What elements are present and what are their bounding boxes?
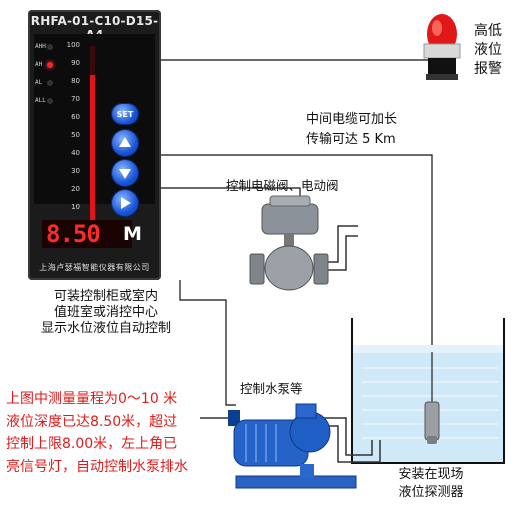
controller-caption: 可装控制柜或室内 值班室或消控中心 显示水位液位自动控制 <box>26 289 186 337</box>
alarm-label-al: AL <box>35 79 43 86</box>
alarm-lamp-al <box>47 80 53 86</box>
alarm-caption: 高低 液位 报警 <box>474 22 508 79</box>
pump-caption: 控制水泵等 <box>240 381 303 396</box>
enter-button[interactable] <box>112 190 138 216</box>
valve-caption: 控制电磁阀、电动阀 <box>226 178 339 193</box>
alarm-label-ah: AH <box>35 61 43 68</box>
up-button[interactable] <box>112 130 138 156</box>
note-line: 液位深度已达8.50米，超过 <box>6 413 178 430</box>
level-unit: M <box>123 223 142 245</box>
motorized-valve-icon <box>249 195 329 291</box>
valve-pipe <box>320 225 358 271</box>
alarm-lamp-all <box>47 98 53 104</box>
scale-70: 70 <box>71 95 80 103</box>
scale-100: 100 <box>66 41 80 49</box>
arrow-right-icon <box>121 197 131 209</box>
detector-wire <box>161 154 433 352</box>
note-line: 上图中测量量程为0～10 米 <box>6 391 178 407</box>
scale-20: 20 <box>71 185 80 193</box>
caption-line: 安装在现场 <box>398 467 464 482</box>
note-line: 亮信号灯，自动控制水泵排水 <box>6 458 188 475</box>
level-value: 8.50 <box>46 220 101 248</box>
caption-line: 液位探测器 <box>398 485 464 500</box>
alarm-lamp-ah <box>47 62 53 68</box>
scale-80: 80 <box>71 77 80 85</box>
scale-40: 40 <box>71 149 80 157</box>
note-line: 控制上限8.00米，左上角已 <box>6 436 178 452</box>
alarm-light-icon <box>423 14 461 80</box>
status-note: 上图中测量量程为0～10 米 液位深度已达8.50米，超过 控制上限8.00米，… <box>6 388 228 478</box>
maker-name: 上海卢瑟福智能仪器有限公司 <box>39 263 150 272</box>
caption-line: 值班室或消控中心 <box>53 305 158 320</box>
caption-line: 中间电缆可加长 <box>306 112 398 127</box>
scale-50: 50 <box>71 131 80 139</box>
alarm-label-ahh: AHH <box>35 43 46 50</box>
caption-line: 显示水位液位自动控制 <box>40 321 171 336</box>
caption-line: 液位 <box>474 42 502 58</box>
level-controller: RHFA-01-C10-D15-A4 AHH AH AL ALL 100 90 … <box>28 10 161 280</box>
scale-60: 60 <box>71 113 80 121</box>
alarm-lamp-ahh <box>47 44 53 50</box>
scale-90: 90 <box>71 59 80 67</box>
alarm-label-all: ALL <box>35 97 46 104</box>
water-pump-icon <box>228 403 357 489</box>
arrow-up-icon <box>119 137 131 147</box>
down-button[interactable] <box>112 160 138 186</box>
scale-30: 30 <box>71 167 80 175</box>
caption-line: 高低 <box>474 23 502 39</box>
set-button[interactable]: SET <box>112 104 138 124</box>
level-display: 8.50 <box>42 220 132 248</box>
scale-10: 10 <box>71 203 80 211</box>
level-bar-fill <box>90 75 95 242</box>
caption-line: 传输可达 5 Km <box>306 132 396 147</box>
caption-line: 报警 <box>474 61 502 77</box>
arrow-down-icon <box>119 169 131 179</box>
level-probe-icon <box>424 352 440 444</box>
pump-wire <box>179 280 236 406</box>
cable-caption: 中间电缆可加长 传输可达 5 Km <box>306 110 446 150</box>
detector-caption: 安装在现场 液位探测器 <box>386 466 476 502</box>
caption-line: 可装控制柜或室内 <box>53 289 158 304</box>
